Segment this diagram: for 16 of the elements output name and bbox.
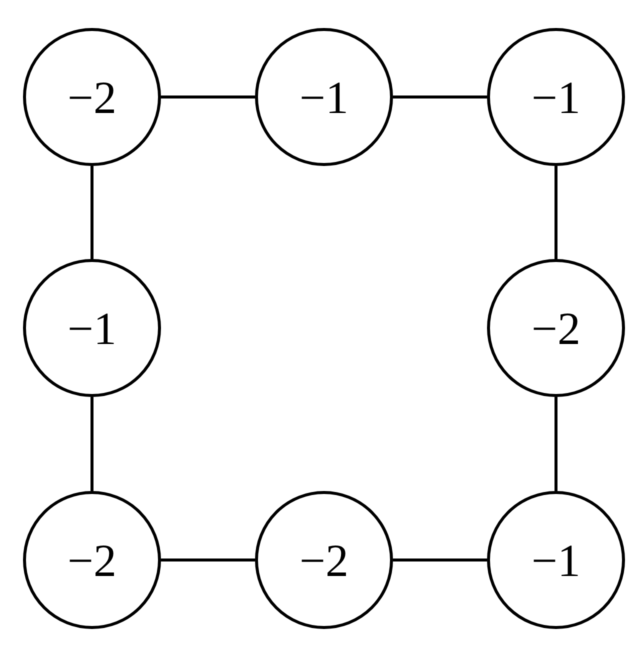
node-value: −2 — [68, 70, 116, 124]
connector-line — [554, 397, 558, 491]
connector-line — [393, 96, 487, 98]
connector-line — [161, 558, 255, 562]
node-value: −1 — [300, 70, 348, 124]
node-value: −1 — [532, 70, 580, 124]
connector-line — [393, 558, 487, 562]
node-value: −1 — [532, 534, 580, 586]
node-value: −1 — [68, 302, 116, 354]
connector-line — [90, 166, 94, 259]
connector-line — [90, 397, 94, 491]
connector-line — [554, 166, 558, 259]
connector-line — [161, 96, 255, 98]
node-value: −2 — [532, 302, 580, 354]
node-value: −2 — [300, 534, 348, 586]
node-value: −2 — [68, 534, 116, 586]
